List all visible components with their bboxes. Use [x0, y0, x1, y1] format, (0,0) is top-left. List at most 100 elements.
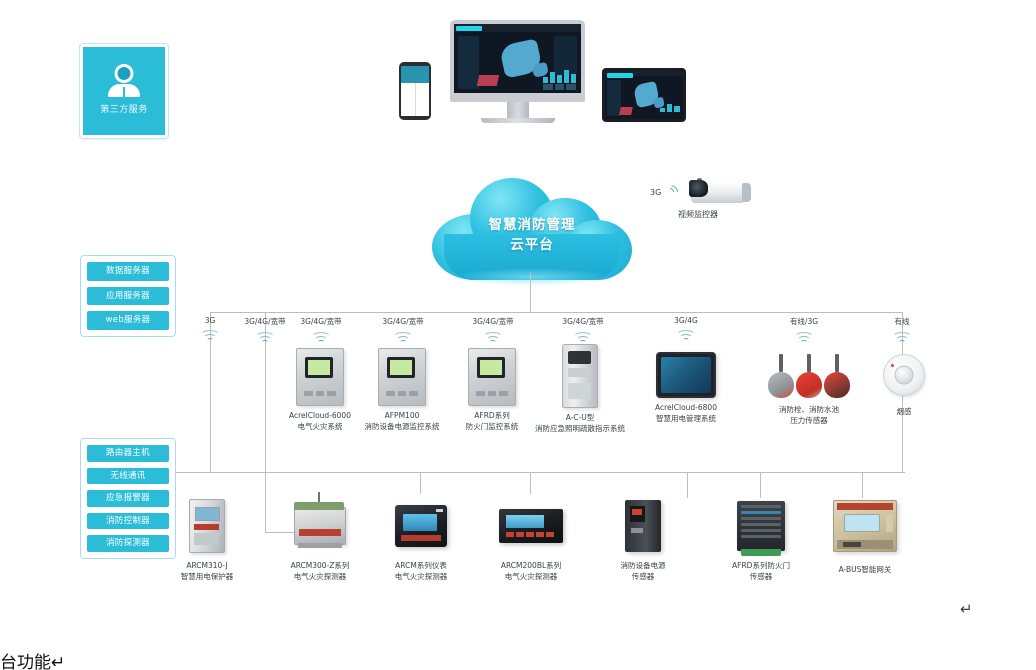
bottom-device-3: ARCM系列仪表 电气火灾探测器: [366, 498, 476, 583]
comm-node-1: 3G: [172, 316, 248, 343]
mobile-phone: [399, 62, 431, 120]
device-chip-router[interactable]: 路由器主机: [87, 445, 169, 462]
device-model: 消防设备电源: [620, 561, 666, 570]
fire-hydrant-group-icon: [748, 344, 870, 400]
comm-bus-line: [210, 312, 902, 313]
device-name: 消防设备电源监控系统: [364, 421, 440, 431]
wifi-icon: [200, 330, 220, 343]
device-model: ARCM310-J: [186, 561, 228, 570]
tablet-dashboard-screen: [602, 68, 686, 122]
device-chip-detector[interactable]: 消防探测器: [87, 535, 169, 552]
wifi-icon: [255, 332, 275, 345]
black-meter-icon: [395, 505, 447, 547]
din-rail-module-icon: [294, 492, 346, 548]
cloud-title-line1: 智慧消防管理: [488, 217, 576, 233]
wifi-icon: [676, 330, 696, 343]
wifi-icon: [393, 332, 413, 345]
comm-node-3: 3G/4G/宽带: [283, 316, 359, 345]
middle-device-6: 消防栓、消防水池 压力传感器: [748, 344, 870, 427]
user-icon: [107, 67, 141, 97]
wall-panel-icon: [468, 348, 516, 406]
device-drop-g: [530, 472, 531, 494]
device-model: A-C-U型: [565, 413, 595, 422]
device-drop-f: [420, 472, 421, 494]
device-name: 智慧用电保护器: [180, 572, 234, 582]
kiosk-terminal-icon: [562, 344, 598, 408]
server-chip-web[interactable]: web服务器: [87, 311, 169, 330]
module-stack-icon: [737, 501, 785, 556]
device-chip-controller[interactable]: 消防控制器: [87, 512, 169, 529]
wifi-icon: [794, 332, 814, 345]
third-party-service-card[interactable]: 第三方服务: [80, 44, 168, 138]
bottom-device-7: A-BUS智能网关: [810, 498, 920, 575]
comm-node-4: 3G/4G/宽带: [365, 316, 441, 345]
drop-line-2: [265, 312, 266, 532]
device-model: ARCM300-Z系列: [290, 561, 350, 570]
bottom-device-6: AFRD系列防火门 传感器: [706, 498, 816, 583]
comm-tag: 3G/4G/宽带: [244, 317, 286, 326]
device-name: 电气火灾探测器: [504, 572, 558, 582]
middle-device-2: AFPM100 消防设备电源监控系统: [352, 348, 452, 433]
trunk-line-cloud: [530, 272, 531, 312]
server-group: 数据服务器 应用服务器 web服务器: [80, 255, 176, 337]
cloud-platform: 智慧消防管理 云平台: [432, 172, 632, 286]
field-device-group: 路由器主机 无线通讯 应急报警器 消防控制器 消防探测器: [80, 438, 176, 559]
device-chip-wireless[interactable]: 无线通讯: [87, 467, 169, 484]
gateway-icon: [833, 500, 897, 552]
comm-tag: 3G/4G/宽带: [382, 317, 424, 326]
desktop-dashboard-screen: [450, 20, 585, 102]
device-drop-d: [760, 472, 761, 498]
wifi-icon: [483, 332, 503, 345]
device-model: AFRD系列: [474, 411, 510, 420]
device-model: ARCM200BL系列: [500, 561, 562, 570]
device-drop-c: [687, 472, 688, 498]
comm-node-9: 有线: [864, 316, 940, 345]
device-model: AcrelCloud-6800: [655, 403, 717, 412]
device-name: 消防应急照明疏散指示系统: [535, 423, 625, 433]
device-model: 消防栓、消防水池: [779, 405, 839, 414]
device-name: 智慧用电管理系统: [656, 413, 716, 423]
wall-panel-icon: [378, 348, 426, 406]
comm-tag: 3G/4G/宽带: [562, 317, 604, 326]
comm-node-6: 3G/4G/宽带: [545, 316, 621, 345]
middle-device-4: A-C-U型 消防应急照明疏散指示系统: [530, 344, 630, 435]
bottom-device-4: ARCM200BL系列 电气火灾探测器: [476, 498, 586, 583]
comm-node-8: 有线/3G: [766, 316, 842, 345]
device-model: AFPM100: [384, 411, 420, 420]
device-bus-line: [115, 472, 905, 473]
camera-icon: [685, 178, 752, 206]
wide-panel-icon: [499, 509, 563, 543]
server-chip-app[interactable]: 应用服务器: [87, 286, 169, 305]
wifi-icon: [573, 332, 593, 345]
wifi-icon: [311, 332, 331, 345]
third-party-service-label: 第三方服务: [100, 105, 148, 115]
device-chip-alarm[interactable]: 应急报警器: [87, 490, 169, 507]
comm-tag: 有线: [894, 317, 910, 326]
camera-network-tag: 3G: [650, 187, 662, 197]
page-bottom-cut-text: 台功能↵: [0, 653, 66, 670]
smoke-detector-icon: [883, 354, 925, 396]
device-drop-b: [265, 472, 266, 532]
desktop-monitor: [450, 20, 585, 123]
camera-label: 视频监控器: [678, 210, 718, 219]
paragraph-mark: ↵: [960, 600, 973, 618]
comm-tag: 3G: [204, 316, 216, 325]
device-name: 电气火灾探测器: [293, 572, 347, 582]
device-model: ARCM系列仪表: [395, 561, 447, 570]
middle-device-1: AcrelCloud-6000 电气火灾系统: [270, 348, 370, 433]
comm-node-7: 3G/4G: [648, 316, 724, 343]
tablet-device: [602, 68, 686, 122]
wifi-icon: [892, 332, 912, 345]
device-name: 传感器: [631, 572, 655, 582]
device-model: AcrelCloud-6000: [289, 411, 351, 420]
video-camera-node: 3G 视频监控器: [650, 178, 770, 220]
middle-device-7: 烟感: [854, 348, 954, 418]
cloud-title-line2: 云平台: [510, 236, 554, 253]
device-name: 防火门监控系统: [465, 421, 519, 431]
middle-device-3: AFRD系列 防火门监控系统: [442, 348, 542, 433]
server-chip-data[interactable]: 数据服务器: [87, 262, 169, 281]
signal-waves-icon: [662, 182, 681, 202]
middle-device-5: AcrelCloud-6800 智慧用电管理系统: [636, 352, 736, 425]
comm-node-2: 3G/4G/宽带: [227, 316, 303, 345]
